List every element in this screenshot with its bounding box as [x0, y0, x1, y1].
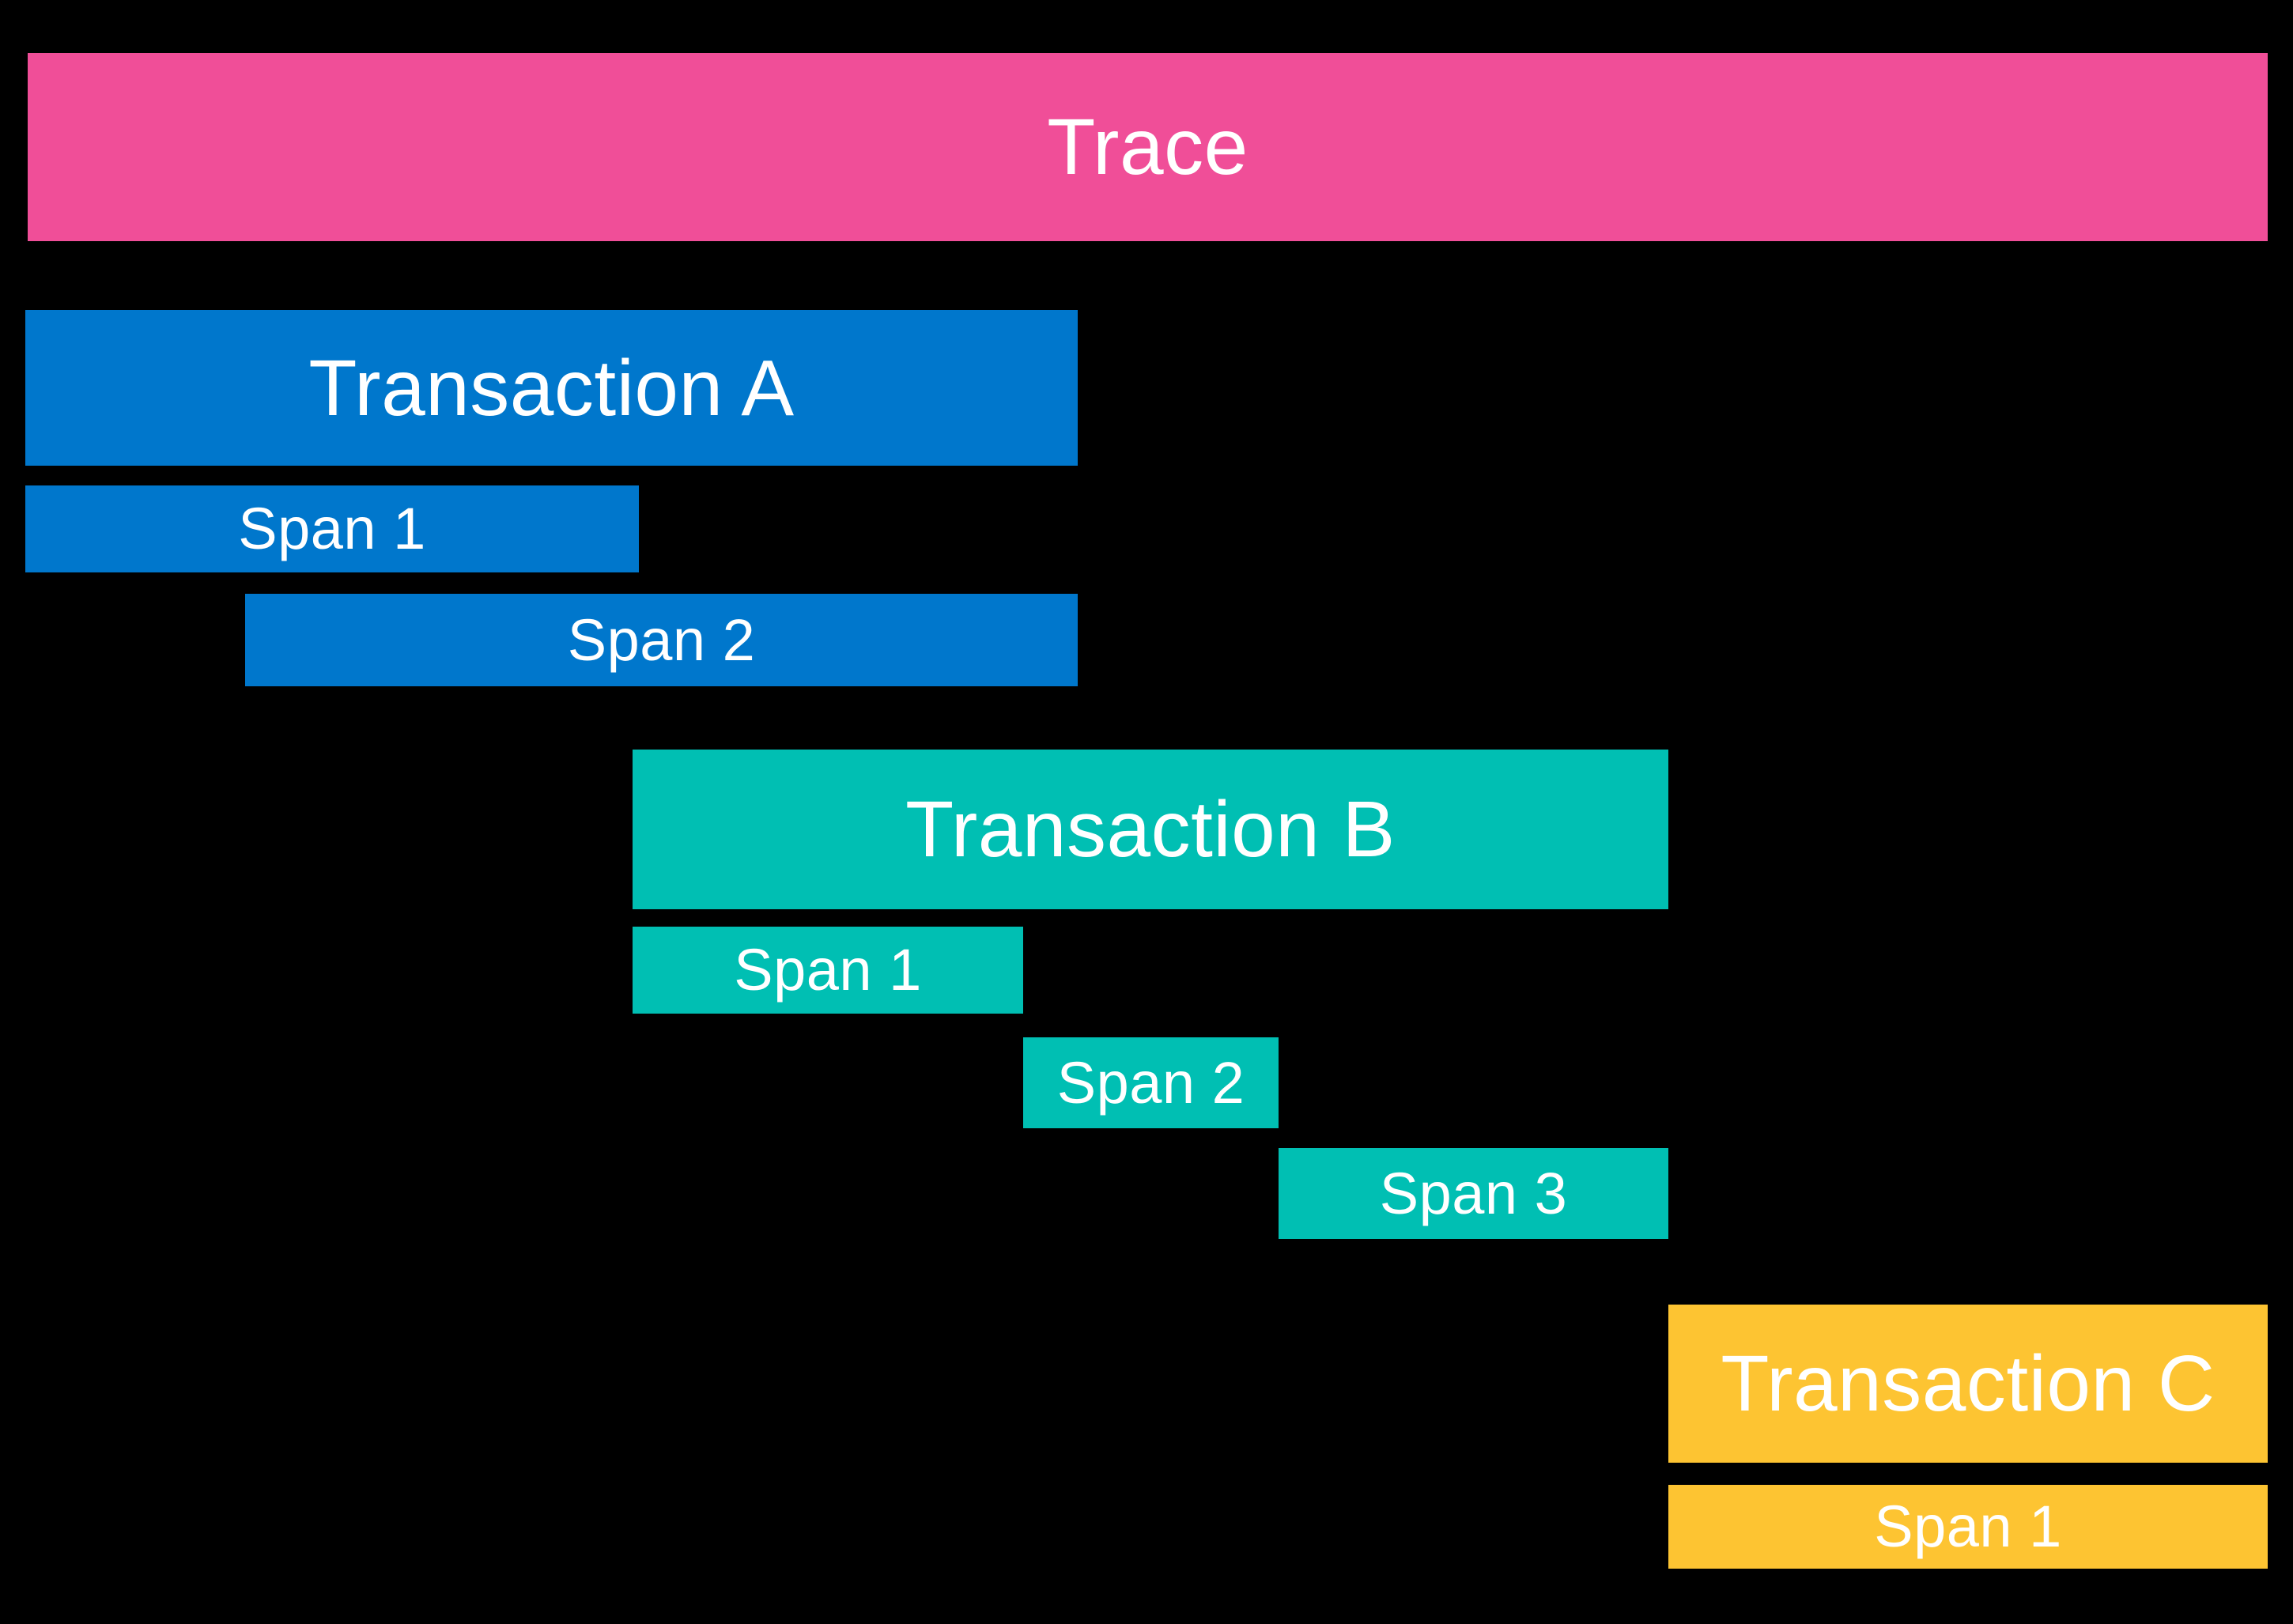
transaction-c-label: Transaction C — [1721, 1339, 2216, 1428]
transaction-b-span-1-bar: Span 1 — [633, 927, 1023, 1014]
transaction-a-span-2-label: Span 2 — [567, 606, 756, 673]
transaction-a-label: Transaction A — [308, 343, 795, 432]
transaction-b-label: Transaction B — [905, 785, 1396, 874]
trace-bar: Trace — [28, 53, 2268, 241]
transaction-c-span-1-label: Span 1 — [1874, 1494, 2062, 1559]
transaction-c-bar: Transaction C — [1668, 1305, 2268, 1463]
transaction-b-span-1-label: Span 1 — [734, 937, 922, 1003]
transaction-b-span-2-bar: Span 2 — [1023, 1037, 1279, 1128]
transaction-b-span-3-bar: Span 3 — [1279, 1148, 1668, 1239]
transaction-b-bar: Transaction B — [633, 750, 1668, 909]
transaction-b-span-2-label: Span 2 — [1056, 1049, 1245, 1116]
transaction-a-span-2-bar: Span 2 — [245, 594, 1078, 686]
transaction-a-span-1-bar: Span 1 — [25, 485, 639, 572]
transaction-b-span-3-label: Span 3 — [1379, 1160, 1568, 1226]
trace-label: Trace — [1047, 103, 1248, 191]
transaction-a-bar: Transaction A — [25, 310, 1078, 466]
transaction-c-span-1-bar: Span 1 — [1668, 1485, 2268, 1569]
transaction-a-span-1-label: Span 1 — [238, 496, 426, 561]
